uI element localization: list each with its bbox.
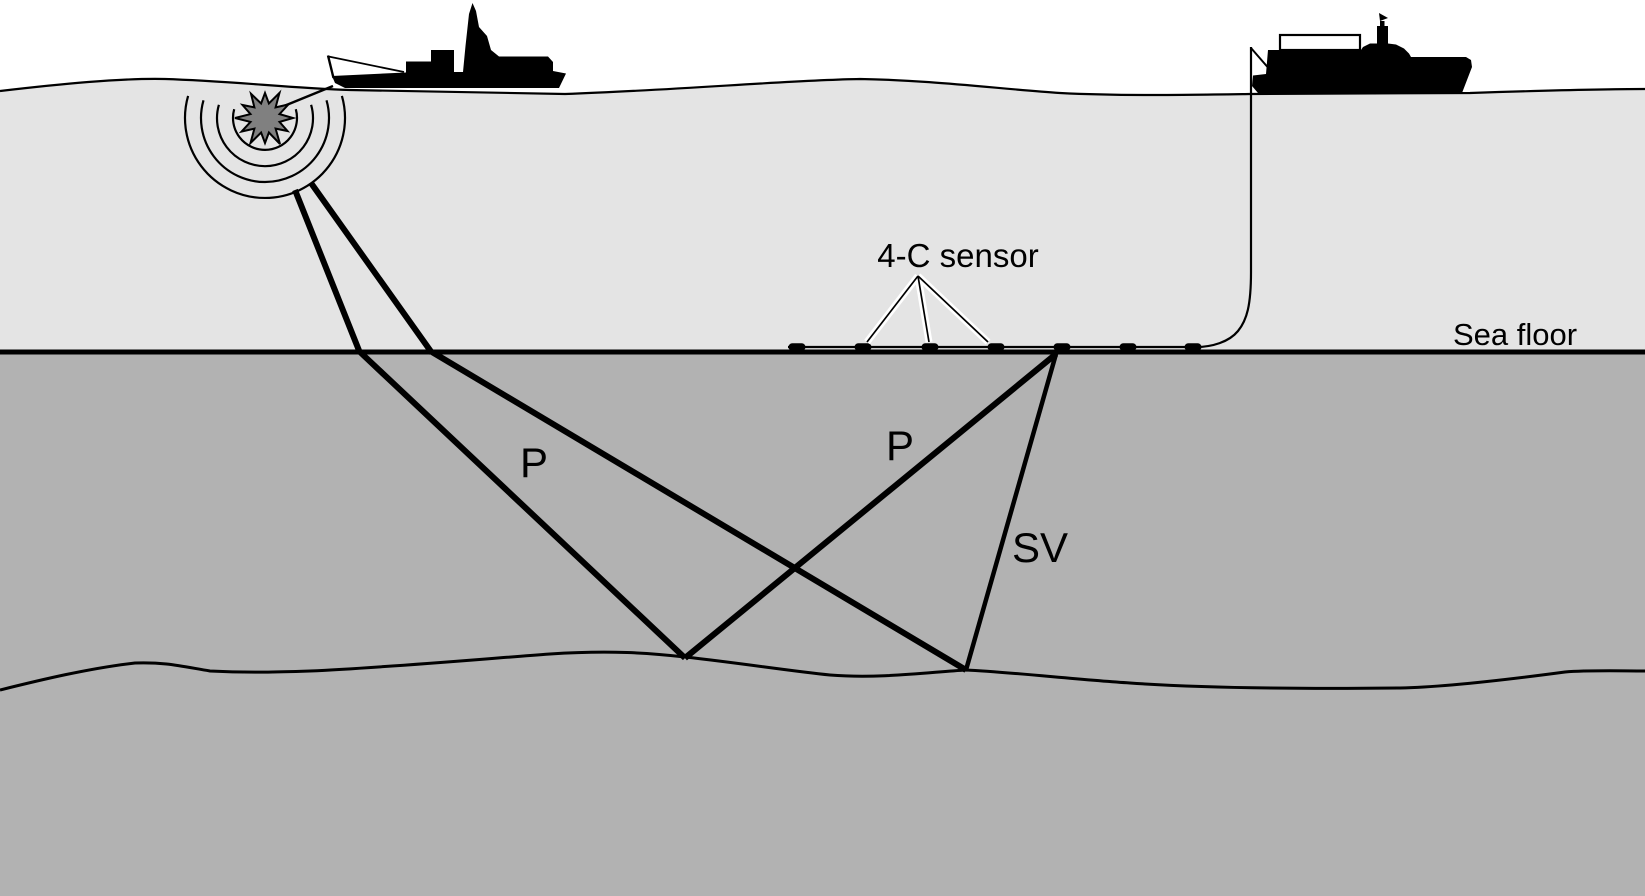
leader-line: [917, 275, 989, 343]
water-region: [0, 78, 1645, 354]
sensor-node: [1184, 343, 1202, 351]
ray-p-downgoing-right: [430, 349, 968, 673]
mast-flag-icon: [1379, 13, 1388, 21]
ray-p-upgoing: [683, 351, 1058, 661]
sensor-callout-label: 4-C sensor: [877, 237, 1038, 274]
ray-source-water-left: [292, 188, 363, 355]
ray-source-water-right: [308, 181, 435, 355]
sensor-string: [788, 343, 1202, 351]
sensor-node: [788, 343, 806, 351]
source-tow-cable: [283, 84, 334, 108]
ray-p-left-label: P: [520, 439, 548, 486]
sensor-node: [1119, 343, 1137, 351]
sensor-callout-leaders: [864, 273, 991, 345]
davit-brace-line: [1250, 47, 1272, 72]
sensor-node: [921, 343, 939, 351]
sea-surface-line: [0, 77, 1645, 97]
ray-sv-upgoing: [963, 353, 1059, 671]
ray-p-downgoing-left: [357, 349, 688, 661]
ray-p-right-label: P: [886, 422, 914, 469]
shock-wave-arcs-icon: [183, 95, 347, 200]
source-vessel-hull: [332, 3, 566, 88]
forestay-line: [328, 55, 405, 73]
sensor-node: [987, 343, 1005, 351]
source-star-icon: [234, 89, 297, 147]
bridge-house: [1278, 33, 1362, 52]
leader-line: [917, 275, 930, 343]
reflector-line: [0, 650, 1645, 692]
ray-sv-label: SV: [1012, 524, 1068, 571]
subsurface-region: [0, 352, 1645, 896]
sensor-node: [1053, 343, 1071, 351]
source-vessel: [326, 3, 566, 88]
bow-staff-line: [326, 55, 335, 79]
deployment-cable: [1195, 47, 1253, 349]
recording-vessel: [1250, 13, 1472, 93]
leader-line: [866, 275, 919, 343]
sensor-node: [854, 343, 872, 351]
seafloor-label: Sea floor: [1453, 317, 1577, 352]
recording-vessel-hull: [1252, 21, 1472, 93]
